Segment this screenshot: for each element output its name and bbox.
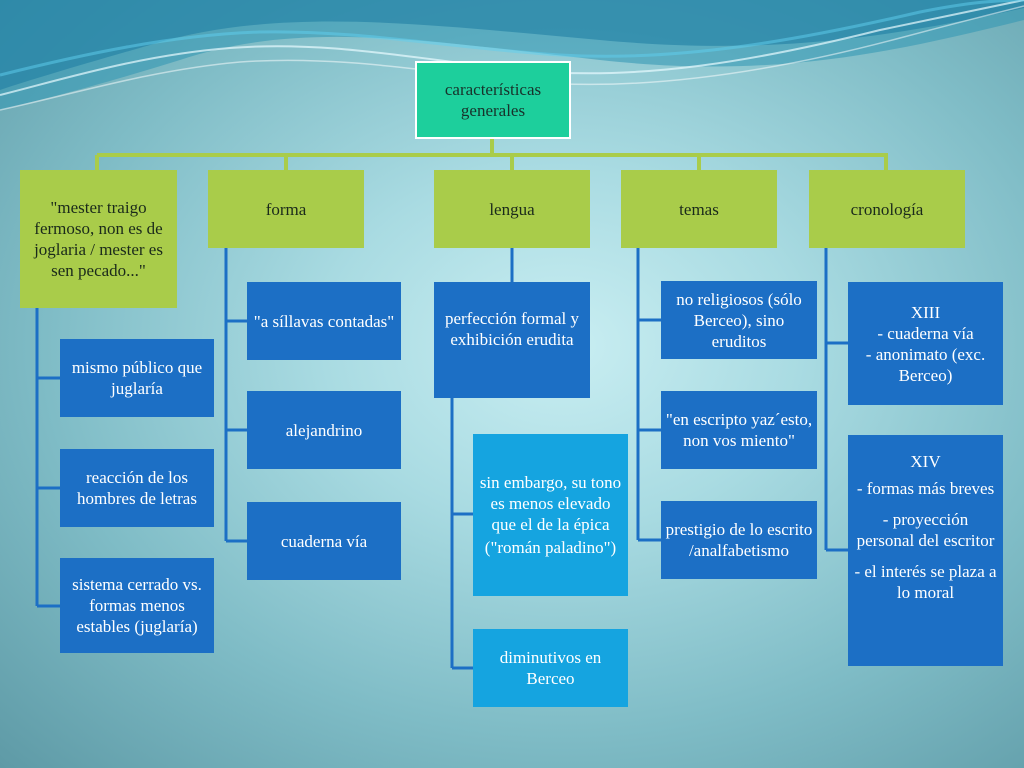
forma-item: cuaderna vía [247,502,401,580]
category-mester: "mester traigo fermoso, non es de joglar… [20,170,177,308]
category-forma: forma [208,170,364,248]
cronologia-item-line: - anonimato (exc. Berceo) [865,344,986,385]
lengua-item-line: sin embargo, su tono es menos elevado qu… [479,473,622,534]
category-forma-label: forma [265,199,307,219]
forma-item: "a síllavas contadas" [247,282,401,360]
lengua-item-label: perfección formal y exhibición erudita [444,309,580,349]
cronologia-item-line: - cuaderna vía [877,323,974,343]
temas-item: "en escripto yaz´esto, non vos miento" [661,391,817,469]
root-node: características generales [415,61,571,139]
root-label: características generales [444,80,542,120]
cronologia-item-line: - formas más breves [856,479,995,498]
lengua-item-sin-embargo: sin embargo, su tono es menos elevado qu… [473,434,628,596]
mester-item-label: reacción de los hombres de letras [77,468,197,508]
cronologia-item-line: - proyección personal del escritor [856,510,995,550]
cronologia-item-title: XIV [910,452,941,471]
cronologia-item-title: XIII [910,302,941,322]
forma-item-label: "a síllavas contadas" [253,311,395,331]
category-cronologia-label: cronología [850,199,924,219]
mester-item: sistema cerrado vs. formas menos estable… [60,558,214,653]
lengua-item-label: diminutivos en Berceo [499,648,602,688]
forma-item-label: alejandrino [285,420,363,440]
cronologia-item-xiv: XIV - formas más breves - proyección per… [848,435,1003,666]
category-lengua: lengua [434,170,590,248]
cronologia-item-line: - el interés se plaza a lo moral [854,562,997,602]
lengua-item-perfeccion: perfección formal y exhibición erudita [434,282,590,398]
category-lengua-label: lengua [489,199,535,219]
temas-item: prestigio de lo escrito /analfabetismo [661,501,817,579]
mester-item: mismo público que juglaría [60,339,214,417]
category-temas: temas [621,170,777,248]
lengua-item-line: ("román paladino") [484,538,617,557]
cronologia-item-xiii: XIII - cuaderna vía - anonimato (exc. Be… [848,282,1003,405]
temas-item-label: "en escripto yaz´esto, non vos miento" [665,410,813,450]
temas-item-label: no religiosos (sólo Berceo), sino erudit… [676,289,802,351]
temas-item: no religiosos (sólo Berceo), sino erudit… [661,281,817,359]
forma-item: alejandrino [247,391,401,469]
lengua-item-diminutivos: diminutivos en Berceo [473,629,628,707]
forma-item-label: cuaderna vía [280,531,368,551]
category-mester-label: "mester traigo fermoso, non es de joglar… [34,198,163,280]
mester-item: reacción de los hombres de letras [60,449,214,527]
mester-item-label: mismo público que juglaría [71,358,203,398]
mester-item-label: sistema cerrado vs. formas menos estable… [72,575,202,636]
category-cronologia: cronología [809,170,965,248]
category-temas-label: temas [679,199,719,219]
temas-item-label: prestigio de lo escrito /analfabetismo [665,520,813,560]
